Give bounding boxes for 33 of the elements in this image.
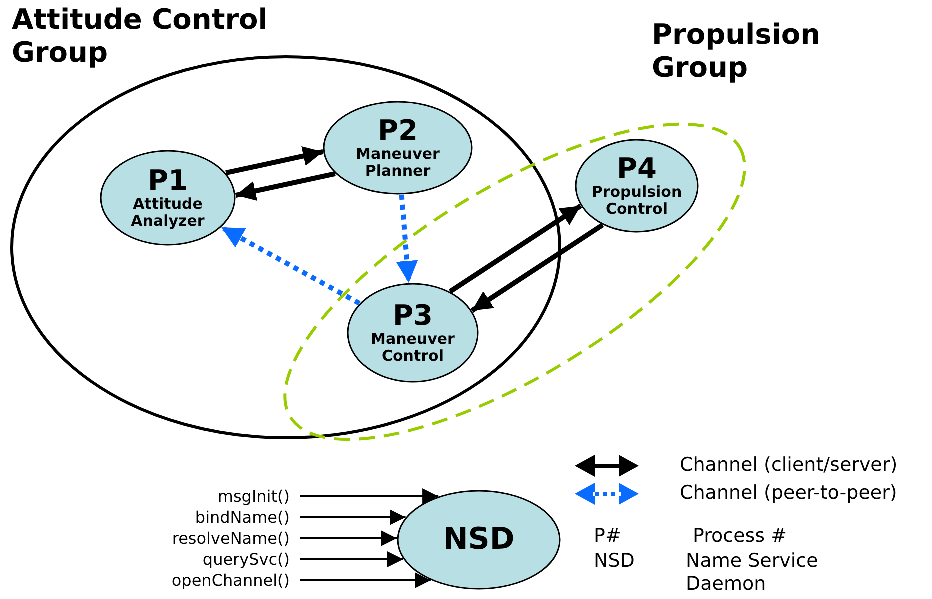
arrow <box>300 530 398 546</box>
legend-definition: Name Service Daemon <box>686 550 820 596</box>
arrow <box>448 204 582 294</box>
process-name: Propulsion Control <box>590 184 684 218</box>
process-id: P4 <box>616 154 657 184</box>
process-id: P1 <box>148 166 188 196</box>
arrow <box>220 225 361 306</box>
function-call: openChannel() <box>172 570 290 591</box>
process-name: Maneuver Planner <box>355 146 441 180</box>
function-call: msgInit() <box>218 486 290 507</box>
legend-definition: Process # <box>693 525 788 548</box>
arrow <box>396 194 418 284</box>
process-name: Maneuver Control <box>370 331 456 365</box>
function-call: bindName() <box>195 507 290 528</box>
arrow <box>235 171 336 202</box>
legend-text: Channel (client/server) <box>680 454 898 476</box>
process-id: P2 <box>378 116 418 146</box>
legend-key: NSD <box>594 550 635 573</box>
process-id: NSD <box>443 525 515 555</box>
arrow <box>300 510 406 526</box>
arrow <box>300 552 404 568</box>
process-id: P3 <box>392 301 433 331</box>
group-heading: Propulsion Group <box>652 18 822 84</box>
group-heading: Attitude Control Group <box>12 3 269 69</box>
arrow <box>300 488 439 504</box>
arrow <box>226 146 324 176</box>
arrow <box>300 572 431 588</box>
arrow <box>470 223 604 313</box>
legend-key: P# <box>594 525 622 548</box>
function-call: querySvc() <box>202 549 290 570</box>
legend-text: Channel (peer-to-peer) <box>680 482 898 504</box>
process-name: Attitude Analyzer <box>130 196 206 230</box>
function-call: resolveName() <box>172 528 290 549</box>
